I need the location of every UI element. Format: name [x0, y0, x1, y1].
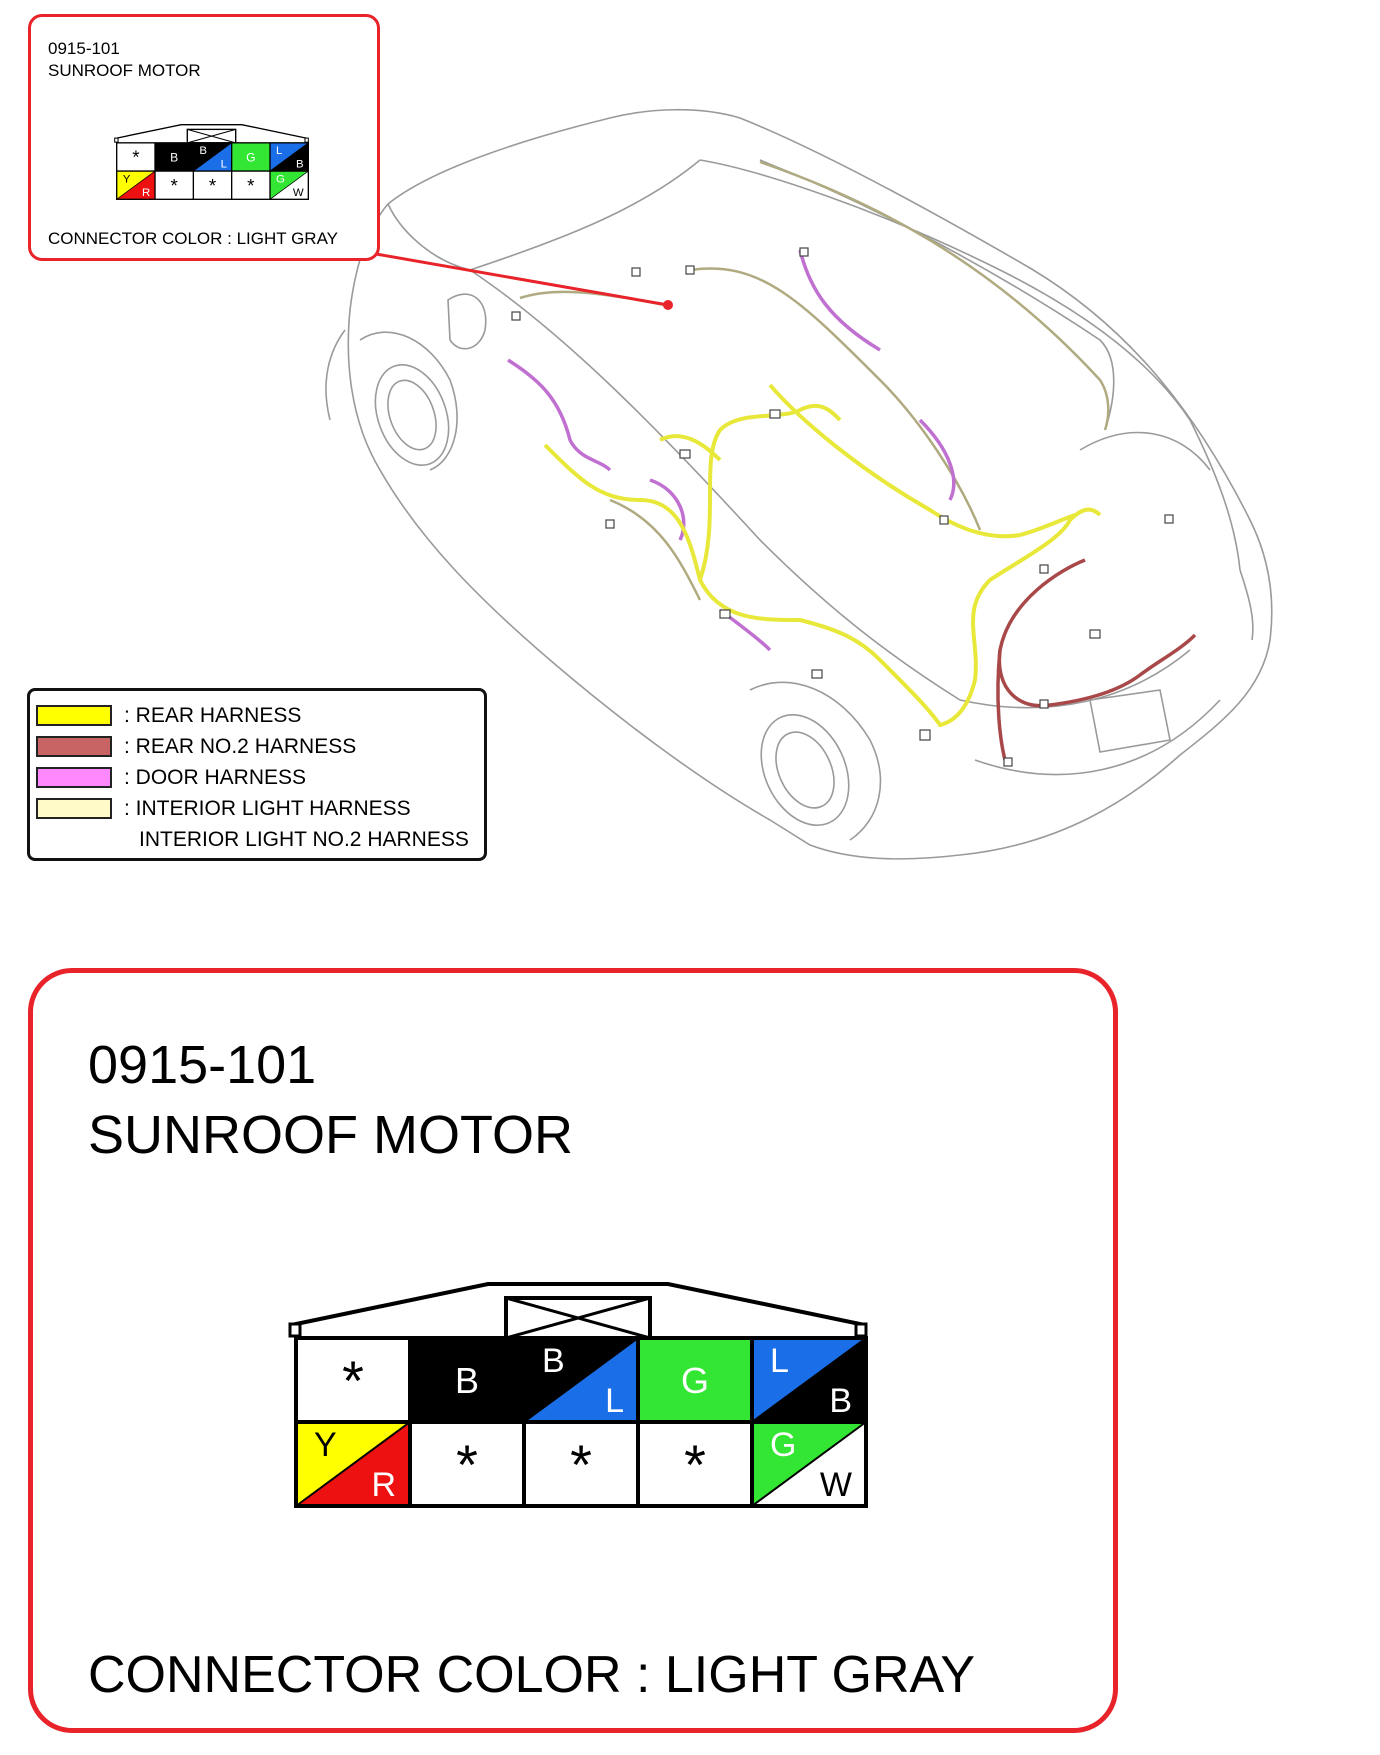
legend-label: : INTERIOR LIGHT HARNESS	[124, 797, 411, 820]
housing-tab-right	[304, 137, 309, 143]
pin-wire-color-stripe: R	[142, 187, 150, 199]
component-name-large: SUNROOF MOTOR	[88, 1105, 573, 1165]
pin-wire-color-primary: B	[542, 1342, 565, 1380]
pin-wire-color-primary: Y	[314, 1426, 337, 1464]
connector-pin-cell: B	[410, 1338, 524, 1422]
connector-pin-cell: G	[638, 1338, 752, 1422]
harness-legend: : REAR HARNESS : REAR NO.2 HARNESS : DOO…	[27, 688, 487, 861]
part-number-small: 0915-101	[48, 39, 120, 58]
sunroof-motor-location-dot	[663, 300, 673, 310]
connector-pin-cell: *	[193, 171, 232, 200]
pin-wire-color-stripe: W	[820, 1466, 852, 1504]
part-number-large: 0915-101	[88, 1035, 317, 1095]
pin-wire-color-primary: G	[770, 1426, 796, 1464]
pin-unused-mark: *	[684, 1433, 706, 1496]
connector-pin-cell: *	[155, 171, 194, 200]
housing-tab-left	[114, 137, 119, 143]
connector-color-small: CONNECTOR COLOR : LIGHT GRAY	[48, 229, 338, 248]
pin-wire-color-stripe: R	[371, 1466, 396, 1504]
pin-wire-color-stripe: W	[293, 187, 304, 199]
pin-wire-color-primary: L	[770, 1342, 789, 1380]
callout-leader-line	[375, 252, 669, 307]
connector-pin-cell: GW	[751, 1421, 867, 1507]
connector-pin-cell: YR	[116, 170, 156, 200]
connector-pin-cell: *	[638, 1422, 752, 1506]
connector-pin-cell: B	[155, 142, 194, 172]
housing-tab-left	[288, 1322, 302, 1338]
connector-pin-cell: *	[116, 142, 156, 172]
vehicle-harness-diagram	[325, 108, 1273, 860]
legend-label: : REAR NO.2 HARNESS	[124, 735, 357, 758]
pin-wire-color-stripe: L	[605, 1382, 624, 1420]
pin-wire-color-stripe: B	[829, 1382, 852, 1420]
pin-wire-color: G	[246, 150, 255, 164]
pin-unused-mark: *	[570, 1433, 592, 1496]
component-name-small: SUNROOF MOTOR	[48, 61, 201, 80]
lock-latch-cross	[505, 1296, 651, 1340]
pin-wire-color: G	[681, 1360, 709, 1401]
pin-unused-mark: *	[342, 1349, 364, 1412]
legend-label: INTERIOR LIGHT NO.2 HARNESS	[139, 828, 469, 851]
housing-tab-right	[854, 1322, 868, 1338]
connector-pin-cell: *	[231, 171, 270, 200]
pin-wire-color-primary: L	[276, 145, 282, 157]
legend-swatch	[36, 767, 112, 788]
connector-pin-cell: LB	[269, 142, 309, 172]
legend-swatch	[36, 705, 112, 726]
legend-label: : REAR HARNESS	[124, 704, 302, 727]
pin-wire-color-stripe: B	[296, 159, 304, 171]
legend-swatch	[36, 736, 112, 757]
pin-unused-mark: *	[132, 147, 140, 168]
connector-pin-cell: G	[231, 142, 270, 172]
connector-pin-cell: GW	[269, 170, 309, 200]
pin-wire-color: B	[455, 1360, 479, 1401]
connector-pin-cell: LB	[751, 1337, 867, 1423]
connector-housing	[288, 1282, 868, 1340]
legend-swatch	[36, 798, 112, 819]
connector-pin-cell: BL	[523, 1337, 639, 1423]
door-harness-route	[507, 249, 956, 652]
connector-grid	[116, 142, 309, 200]
connector-housing	[114, 123, 309, 144]
connector-pin-cell: BL	[193, 142, 232, 172]
rear-harness-route	[543, 383, 1102, 728]
connector-color-large: CONNECTOR COLOR : LIGHT GRAY	[88, 1646, 976, 1704]
legend-label: : DOOR HARNESS	[124, 766, 307, 789]
connector-grid	[294, 1336, 868, 1508]
pin-wire-color: B	[170, 150, 178, 164]
pin-unused-mark: *	[171, 175, 179, 196]
connector-pin-cell: YR	[295, 1421, 411, 1507]
pin-unused-mark: *	[209, 175, 217, 196]
lock-latch-cross	[187, 128, 236, 144]
pin-wire-color-stripe: L	[221, 159, 227, 171]
pin-wire-color-primary: B	[199, 145, 207, 157]
pin-unused-mark: *	[456, 1433, 478, 1496]
connector-pin-cell: *	[524, 1422, 638, 1506]
pin-unused-mark: *	[247, 175, 255, 196]
pin-wire-color-primary: G	[276, 174, 285, 186]
connector-pin-cell: *	[296, 1338, 410, 1422]
connector-markers	[511, 247, 1174, 767]
connector-pin-cell: *	[410, 1422, 524, 1506]
pin-wire-color-primary: Y	[123, 174, 131, 186]
